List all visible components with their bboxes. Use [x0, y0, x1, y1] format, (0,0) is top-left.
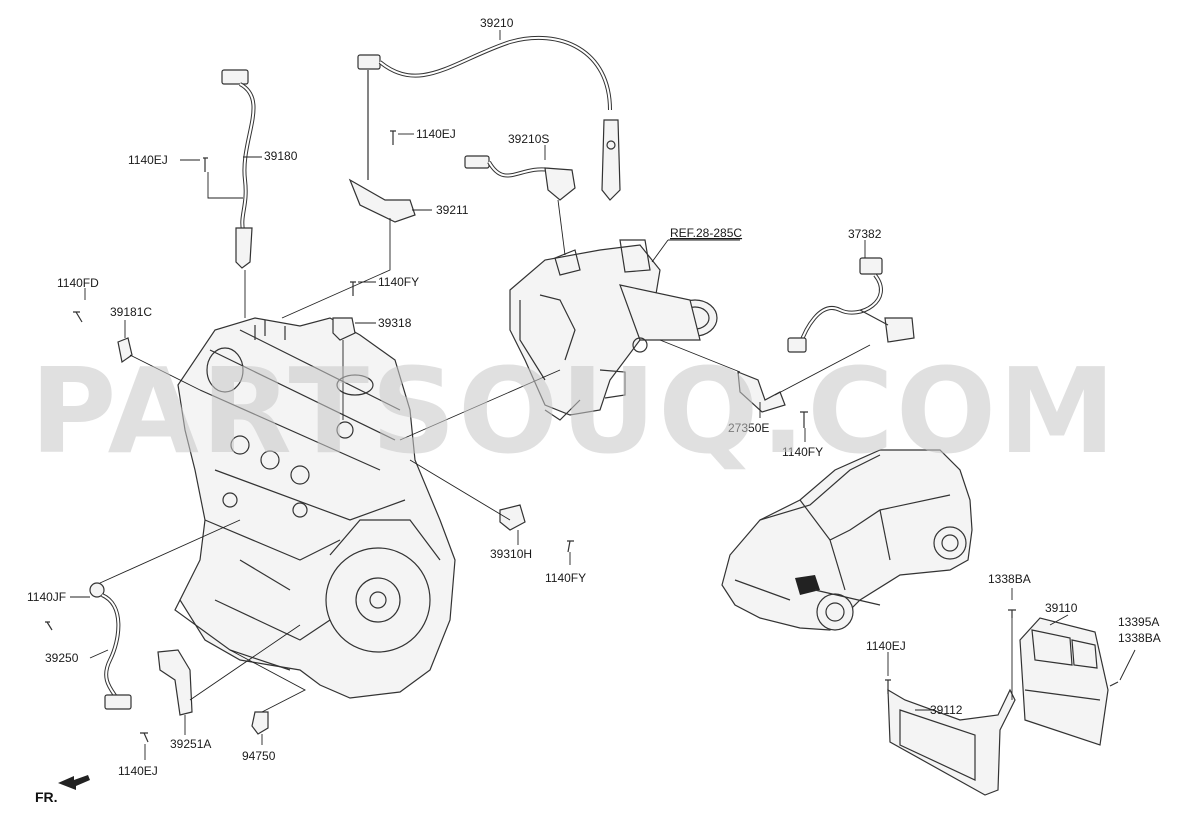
label-1140FD: 1140FD [57, 276, 99, 290]
bolts [45, 130, 1119, 743]
watermark: PARTSOUQ.COM [30, 342, 1118, 480]
ecu-39110 [1019, 617, 1109, 746]
label-39310H: 39310H [490, 547, 532, 561]
label-1140EJ-bottom: 1140EJ [118, 764, 158, 778]
bracket-27350E [737, 371, 786, 413]
sensor-39310H [499, 504, 526, 531]
label-39318: 39318 [378, 316, 412, 330]
bracket-39181C [117, 337, 133, 364]
label-27350E: 27350E [728, 421, 769, 435]
label-1140EJ-ecu: 1140EJ [866, 639, 906, 653]
knock-sensor-39250 [89, 582, 132, 710]
label-1140FY-right: 1140FY [782, 445, 823, 459]
label-39250: 39250 [45, 651, 79, 665]
ecu-bracket-39112 [887, 688, 1016, 796]
label-39181C: 39181C [110, 305, 152, 319]
label-1140FY-top: 1140FY [378, 275, 419, 289]
sensor-39210S [464, 155, 576, 201]
label-39251A: 39251A [170, 737, 211, 751]
sensor-94750 [251, 711, 269, 735]
label-1338BA-top: 1338BA [988, 572, 1031, 586]
label-39210: 39210 [480, 16, 514, 30]
oxygen-sensor-39210 [357, 36, 621, 201]
car-illustration [721, 449, 973, 631]
label-39211: 39211 [436, 203, 469, 217]
engine-block [174, 317, 456, 699]
label-39110: 39110 [1045, 601, 1078, 615]
bracket-39251A [157, 649, 193, 716]
front-arrow-icon [58, 775, 90, 790]
sensor-39318 [332, 317, 356, 341]
label-13395A: 13395A [1118, 615, 1159, 629]
sensor-39180 [221, 69, 256, 269]
bracket-39211 [348, 70, 416, 223]
label-1140EJ-top: 1140EJ [416, 127, 456, 141]
label-1140JF: 1140JF [27, 590, 66, 604]
label-39180: 39180 [264, 149, 298, 163]
front-indicator: FR. [35, 775, 90, 805]
label-37382: 37382 [848, 227, 882, 241]
label-1140EJ-left: 1140EJ [128, 153, 168, 167]
front-label: FR. [35, 789, 58, 805]
label-39112: 39112 [930, 703, 963, 717]
catalytic-converter [509, 239, 718, 421]
leader-lines [70, 30, 1136, 760]
label-1140FY-bottom: 1140FY [545, 571, 586, 585]
label-94750: 94750 [242, 749, 276, 763]
sensor-37382 [787, 257, 915, 353]
label-1338BA-right: 1338BA [1118, 631, 1161, 645]
label-39210S: 39210S [508, 132, 549, 146]
label-ref-28-285C: REF.28-285C [670, 226, 742, 240]
